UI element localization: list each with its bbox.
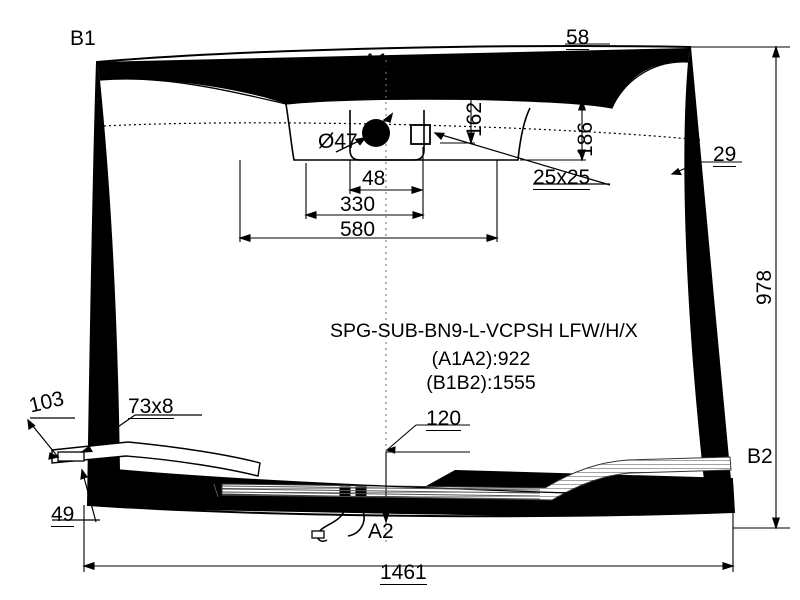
- sensor-leader: [433, 132, 611, 186]
- dim-330: 330: [340, 193, 376, 216]
- sensor-window-25x25: [410, 124, 431, 145]
- dim-overall-height-978: 978: [753, 269, 776, 305]
- dim-162: 162: [463, 101, 486, 137]
- dim-580: 580: [340, 218, 376, 241]
- dimension-lines: [82, 43, 790, 572]
- dim-48: 48: [362, 167, 386, 190]
- corner-label-b1: B1: [70, 27, 96, 50]
- dim-73x8: 73x8: [128, 395, 174, 419]
- glass-inner-edge: [99, 61, 707, 499]
- corner-label-b2: B2: [747, 445, 773, 468]
- hole-47-marker: [362, 119, 390, 147]
- chord-b1b2-label: (B1B2):1555: [426, 372, 536, 394]
- corner-label-a2: A2: [368, 520, 394, 543]
- antenna-connector: [311, 486, 367, 542]
- chord-a1a2-label: (A1A2):922: [431, 348, 531, 370]
- dim-58: 58: [566, 26, 590, 50]
- hole-leader: [335, 112, 394, 153]
- pad-dimension-leaders: [27, 414, 202, 523]
- wiper-heater-lines: [213, 483, 541, 500]
- corner-label-a1: A1: [363, 50, 389, 73]
- dim-186: 186: [574, 121, 597, 157]
- dim-29: 29: [713, 143, 737, 167]
- dim-49: 49: [51, 503, 75, 527]
- dim-overall-width-1461: 1461: [380, 561, 427, 585]
- dim-120: 120: [426, 407, 462, 431]
- glass-outline: [86, 45, 735, 518]
- dim-hole-diameter: Ø47: [318, 130, 358, 153]
- part-number-label: SPG-SUB-BN9-L-VCPSH LFW/H/X: [330, 320, 638, 342]
- dim-sensor-25x25: 25x25: [533, 166, 591, 190]
